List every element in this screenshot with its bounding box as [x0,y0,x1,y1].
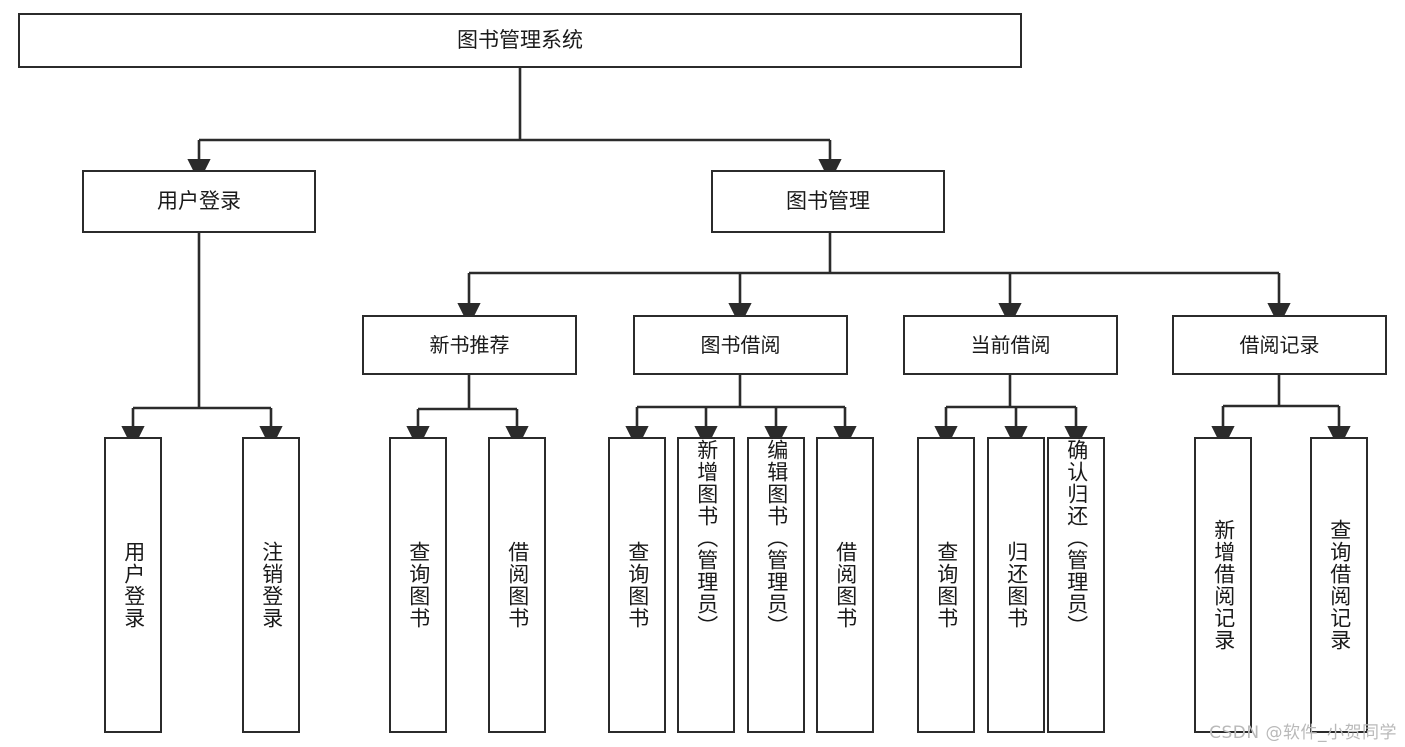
node-leaf-return-book[interactable]: 归还图书 [987,437,1045,733]
node-current-borrow[interactable]: 当前借阅 [903,315,1118,375]
node-leaf-query-book-borrow[interactable]: 查询图书 [608,437,666,733]
node-label: 新增图书（管理员） [694,439,719,637]
node-leaf-logout[interactable]: 注销登录 [242,437,300,733]
node-label: 借阅图书 [505,541,530,629]
node-book-borrow[interactable]: 图书借阅 [633,315,848,375]
node-label: 用户登录 [121,541,146,629]
node-borrow-record[interactable]: 借阅记录 [1172,315,1387,375]
node-leaf-confirm-return[interactable]: 确认归还（管理员） [1047,437,1105,733]
node-user-login[interactable]: 用户登录 [82,170,316,233]
node-leaf-add-borrow-record[interactable]: 新增借阅记录 [1194,437,1252,733]
node-label: 当前借阅 [970,332,1051,357]
node-label: 借阅图书 [833,541,858,629]
node-leaf-borrow-book[interactable]: 借阅图书 [816,437,874,733]
node-label: 图书借阅 [700,332,781,357]
node-leaf-user-login[interactable]: 用户登录 [104,437,162,733]
node-leaf-add-book[interactable]: 新增图书（管理员） [677,437,735,733]
node-label: 查询图书 [406,541,431,629]
node-label: 确认归还（管理员） [1064,439,1089,637]
node-leaf-query-book-current[interactable]: 查询图书 [917,437,975,733]
node-root-book-management-system[interactable]: 图书管理系统 [18,13,1022,68]
node-leaf-query-borrow-record[interactable]: 查询借阅记录 [1310,437,1368,733]
node-label: 图书管理系统 [457,27,583,52]
node-label: 图书管理 [786,188,870,213]
node-leaf-query-book-recommend[interactable]: 查询图书 [389,437,447,733]
node-label: 查询借阅记录 [1327,519,1352,651]
csdn-watermark: CSDN @软件_小贺同学 [1209,723,1397,743]
node-label: 借阅记录 [1239,332,1320,357]
node-label: 新书推荐 [429,332,510,357]
node-leaf-edit-book[interactable]: 编辑图书（管理员） [747,437,805,733]
node-label: 用户登录 [157,188,241,213]
node-book-management[interactable]: 图书管理 [711,170,945,233]
node-leaf-borrow-book-recommend[interactable]: 借阅图书 [488,437,546,733]
node-label: 查询图书 [625,541,650,629]
node-new-book-recommend[interactable]: 新书推荐 [362,315,577,375]
node-label: 编辑图书（管理员） [764,439,789,637]
node-label: 归还图书 [1004,541,1029,629]
node-label: 新增借阅记录 [1211,519,1236,651]
node-label: 查询图书 [934,541,959,629]
node-label: 注销登录 [259,541,284,629]
